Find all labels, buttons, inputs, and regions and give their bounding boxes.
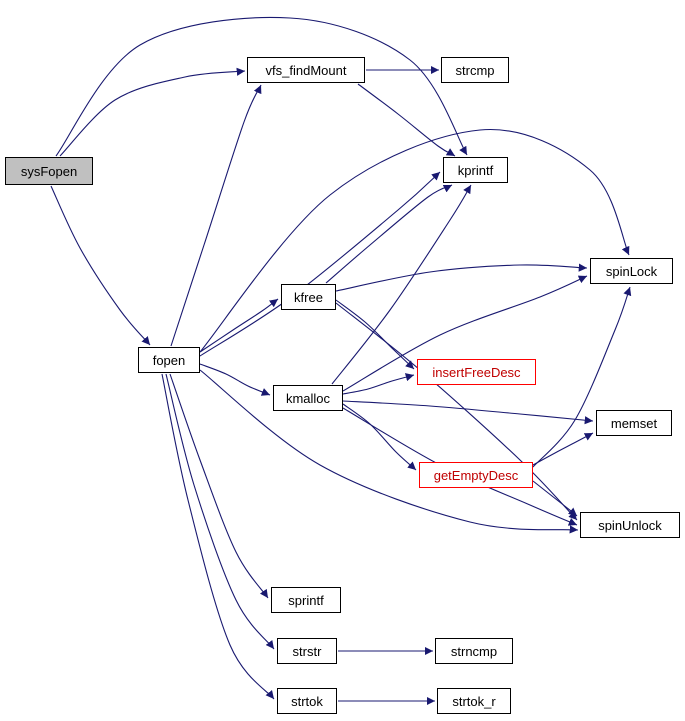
edge-kfree-spinUnlock bbox=[335, 302, 578, 521]
node-label: kfree bbox=[294, 289, 323, 305]
node-strtok[interactable]: strtok bbox=[277, 688, 337, 714]
node-vfs_findMount[interactable]: vfs_findMount bbox=[247, 57, 365, 83]
edge-fopen-kmalloc bbox=[199, 363, 271, 396]
edge-fopen-kprintf bbox=[199, 171, 441, 357]
node-insertFreeDesc[interactable]: insertFreeDesc bbox=[417, 359, 536, 385]
node-spinUnlock[interactable]: spinUnlock bbox=[580, 512, 680, 538]
node-label: strtok bbox=[291, 693, 323, 709]
edge-kmalloc-memset bbox=[342, 400, 594, 425]
edge-sysFopen-kprintf bbox=[55, 16, 468, 157]
node-kprintf[interactable]: kprintf bbox=[443, 157, 508, 183]
node-label: getEmptyDesc bbox=[433, 467, 519, 483]
node-spinLock[interactable]: spinLock bbox=[590, 258, 673, 284]
edge-getEmptyDesc-memset bbox=[532, 432, 594, 466]
node-strncmp[interactable]: strncmp bbox=[435, 638, 513, 664]
node-sysFopen[interactable]: sysFopen bbox=[5, 157, 93, 185]
node-label: kprintf bbox=[457, 162, 494, 178]
node-memset[interactable]: memset bbox=[596, 410, 672, 436]
edge-fopen-kfree bbox=[199, 298, 279, 353]
edge-getEmptyDesc-spinLock bbox=[532, 286, 632, 468]
node-label: sprintf bbox=[288, 592, 324, 608]
node-strstr[interactable]: strstr bbox=[277, 638, 337, 664]
node-label: insertFreeDesc bbox=[432, 364, 521, 380]
edge-kmalloc-getEmptyDesc bbox=[342, 403, 417, 471]
node-getEmptyDesc[interactable]: getEmptyDesc bbox=[419, 462, 533, 488]
edge-fopen-spinUnlock bbox=[199, 369, 579, 534]
edge-kmalloc-spinLock bbox=[342, 275, 588, 392]
node-label: kmalloc bbox=[285, 390, 331, 406]
node-strtok_r[interactable]: strtok_r bbox=[437, 688, 511, 714]
node-label: strcmp bbox=[455, 62, 495, 78]
edge-fopen-strtok bbox=[161, 373, 275, 700]
node-kfree[interactable]: kfree bbox=[281, 284, 336, 310]
edge-kfree-spinLock bbox=[335, 263, 588, 292]
node-kmalloc[interactable]: kmalloc bbox=[273, 385, 343, 411]
node-label: vfs_findMount bbox=[265, 62, 347, 78]
node-label: strtok_r bbox=[452, 693, 496, 709]
edge-fopen-vfs_findMount bbox=[170, 84, 262, 347]
edge-kfree-insertFreeDesc bbox=[335, 299, 415, 370]
edge-fopen-sprintf bbox=[169, 373, 269, 599]
edge-sysFopen-fopen bbox=[50, 185, 151, 346]
edge-vfs_findMount-kprintf bbox=[357, 83, 456, 157]
node-label: spinUnlock bbox=[598, 517, 662, 533]
edge-kfree-kprintf bbox=[325, 184, 453, 284]
node-label: strncmp bbox=[450, 643, 498, 659]
edge-kmalloc-kprintf bbox=[331, 184, 472, 385]
node-label: sysFopen bbox=[20, 163, 78, 179]
edge-fopen-spinLock bbox=[199, 128, 630, 353]
node-label: memset bbox=[610, 415, 658, 431]
node-label: spinLock bbox=[605, 263, 658, 279]
edge-kmalloc-insertFreeDesc bbox=[342, 373, 415, 395]
node-strcmp[interactable]: strcmp bbox=[441, 57, 509, 83]
edge-getEmptyDesc-spinUnlock bbox=[532, 480, 578, 517]
node-sprintf[interactable]: sprintf bbox=[271, 587, 341, 613]
node-fopen[interactable]: fopen bbox=[138, 347, 200, 373]
edge-sysFopen-vfs_findMount bbox=[59, 67, 246, 157]
node-label: fopen bbox=[152, 352, 186, 368]
edge-fopen-strstr bbox=[165, 373, 275, 650]
node-label: strstr bbox=[292, 643, 322, 659]
